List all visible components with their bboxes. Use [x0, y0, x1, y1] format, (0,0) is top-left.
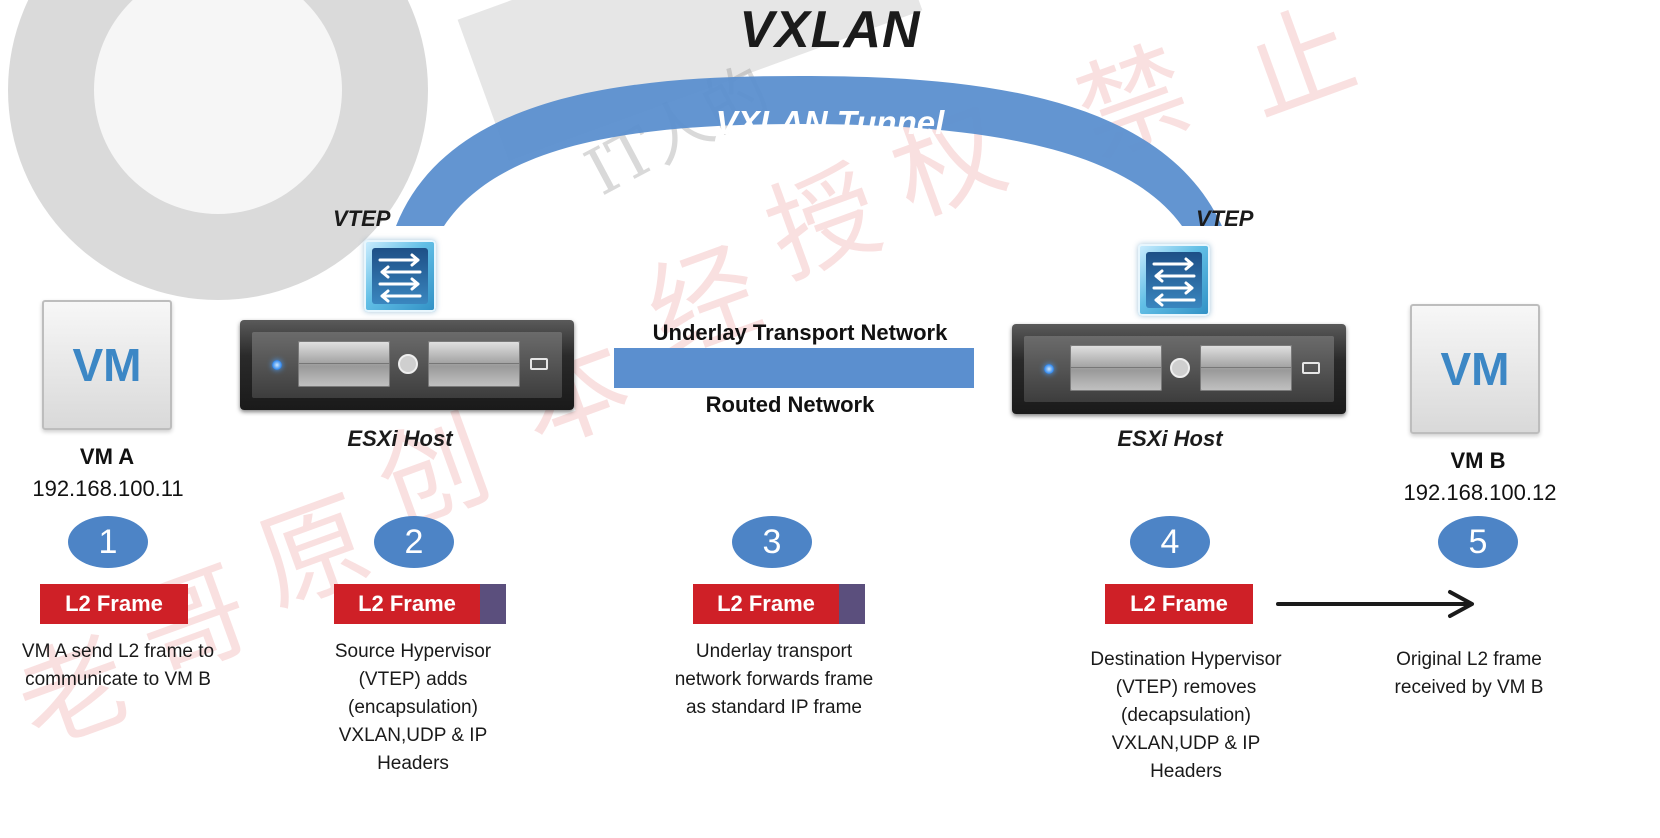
port-icon: [1302, 362, 1320, 374]
l2-frame: L2 Frame: [1105, 584, 1253, 624]
esxi-server-left: [240, 320, 574, 410]
underlay-bottom-label: Routed Network: [705, 392, 875, 417]
vm-a-ip: 192.168.100.11: [32, 476, 184, 501]
watermark-logo-inner: [94, 0, 342, 214]
esxi-host-label-left: ESXi Host: [347, 426, 453, 451]
step-description: Source Hypervisor (VTEP) adds (encapsula…: [334, 641, 492, 774]
switch-icon: [1138, 244, 1210, 316]
step-description: Original L2 frame received by VM B: [1394, 649, 1544, 698]
tunnel-label: VXLAN Tunnel: [715, 104, 945, 141]
vm-a-icon: VM: [42, 300, 172, 430]
vm-b-icon: VM: [1410, 304, 1540, 434]
step-badge: 5: [1438, 516, 1518, 568]
led-icon: [272, 360, 282, 370]
l2-frame: L2 Frame: [334, 584, 480, 624]
vxlan-header-segment: [839, 584, 865, 624]
vm-b-icon-text: VM: [1440, 343, 1510, 395]
led-icon: [1044, 364, 1054, 374]
step-badge: 3: [732, 516, 812, 568]
esxi-host-label-right: ESXi Host: [1117, 426, 1223, 451]
power-icon: [398, 354, 418, 374]
vm-a-icon-text: VM: [72, 339, 142, 391]
step-description: VM A send L2 frame to communicate to VM …: [21, 641, 215, 690]
vm-b-ip: 192.168.100.12: [1403, 480, 1557, 505]
vxlan-header-segment: [480, 584, 506, 624]
step-description: Underlay transport network forwards fram…: [674, 641, 874, 718]
vtep-label-right: VTEP: [1196, 206, 1254, 231]
underlay-top-label: Underlay Transport Network: [652, 320, 948, 345]
vm-b-name: VM B: [1450, 448, 1506, 473]
vm-a-name: VM A: [79, 444, 135, 469]
diagram-title: VXLAN: [739, 1, 921, 59]
step-badge: 1: [68, 516, 148, 568]
port-icon: [530, 358, 548, 370]
switch-icon: [364, 240, 436, 312]
step-badge: 4: [1130, 516, 1210, 568]
arrow-right-icon: [1276, 590, 1474, 618]
vtep-label-left: VTEP: [333, 206, 391, 231]
underlay-network-bar: [614, 348, 974, 388]
esxi-server-right: [1012, 324, 1346, 414]
step-badge: 2: [374, 516, 454, 568]
power-icon: [1170, 358, 1190, 378]
l2-frame: L2 Frame: [40, 584, 188, 624]
l2-frame: L2 Frame: [693, 584, 839, 624]
step-description: Destination Hypervisor (VTEP) removes (d…: [1090, 649, 1282, 782]
